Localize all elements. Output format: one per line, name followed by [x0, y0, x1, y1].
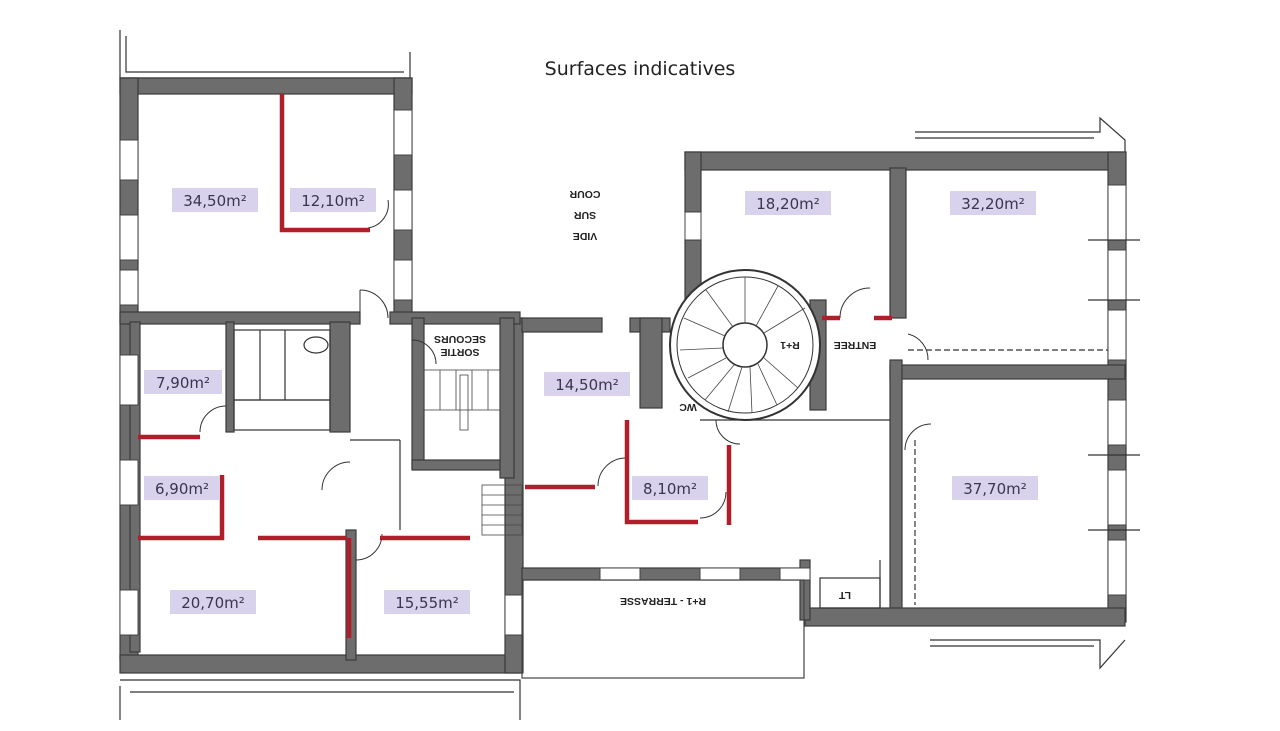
svg-text:14,50m²: 14,50m² [555, 376, 619, 394]
secours-label: SECOURS [434, 333, 486, 345]
room-label-32-20: 32,20m² [950, 191, 1036, 215]
svg-text:34,50m²: 34,50m² [183, 192, 247, 210]
doors [199, 199, 932, 561]
terrace-label: R+1 - TERRASSE [620, 595, 706, 607]
room-label-12-10: 12,10m² [290, 188, 376, 212]
svg-text:12,10m²: 12,10m² [301, 192, 365, 210]
room-label-18-20: 18,20m² [745, 191, 831, 215]
wc-label: WC [679, 401, 697, 413]
vide-label: VIDE [573, 230, 598, 242]
stair-level-label: R+1 [780, 339, 800, 351]
spiral-staircase: R+1 WC [669, 269, 821, 421]
room-label-15-55: 15,55m² [384, 590, 470, 614]
red-partitions [138, 94, 892, 638]
cour-label: COUR [569, 188, 600, 200]
svg-text:15,55m²: 15,55m² [395, 594, 459, 612]
windows [119, 109, 1127, 636]
room-label-34-50: 34,50m² [172, 188, 258, 212]
room-label-14-50: 14,50m² [544, 372, 630, 396]
terrace: R+1 - TERRASSE [521, 579, 805, 679]
svg-text:37,70m²: 37,70m² [963, 480, 1027, 498]
fixtures [233, 239, 1140, 609]
entree-label: ENTREE [834, 339, 877, 351]
svg-text:8,10m²: 8,10m² [643, 480, 697, 498]
room-label-8-10: 8,10m² [632, 476, 708, 500]
room-label-20-70: 20,70m² [170, 590, 256, 614]
plan-title: Surfaces indicatives [545, 58, 736, 80]
lt-label: LT [838, 589, 851, 601]
room-label-6-90: 6,90m² [144, 476, 220, 500]
sur-label: SUR [573, 209, 596, 221]
room-labels: 34,50m² 12,10m² 18,20m² 32,20m² 7,90m² 1… [144, 188, 1038, 614]
svg-text:7,90m²: 7,90m² [156, 374, 210, 392]
text-labels: VIDE SUR COUR SORTIE SECOURS ENTREE LT [434, 188, 876, 601]
svg-text:20,70m²: 20,70m² [181, 594, 245, 612]
sortie-label: SORTIE [440, 346, 479, 358]
svg-text:6,90m²: 6,90m² [155, 480, 209, 498]
svg-text:32,20m²: 32,20m² [961, 195, 1025, 213]
room-label-7-90: 7,90m² [144, 370, 222, 394]
boundary-lines [119, 30, 1126, 720]
svg-text:18,20m²: 18,20m² [756, 195, 820, 213]
room-label-37-70: 37,70m² [952, 476, 1038, 500]
